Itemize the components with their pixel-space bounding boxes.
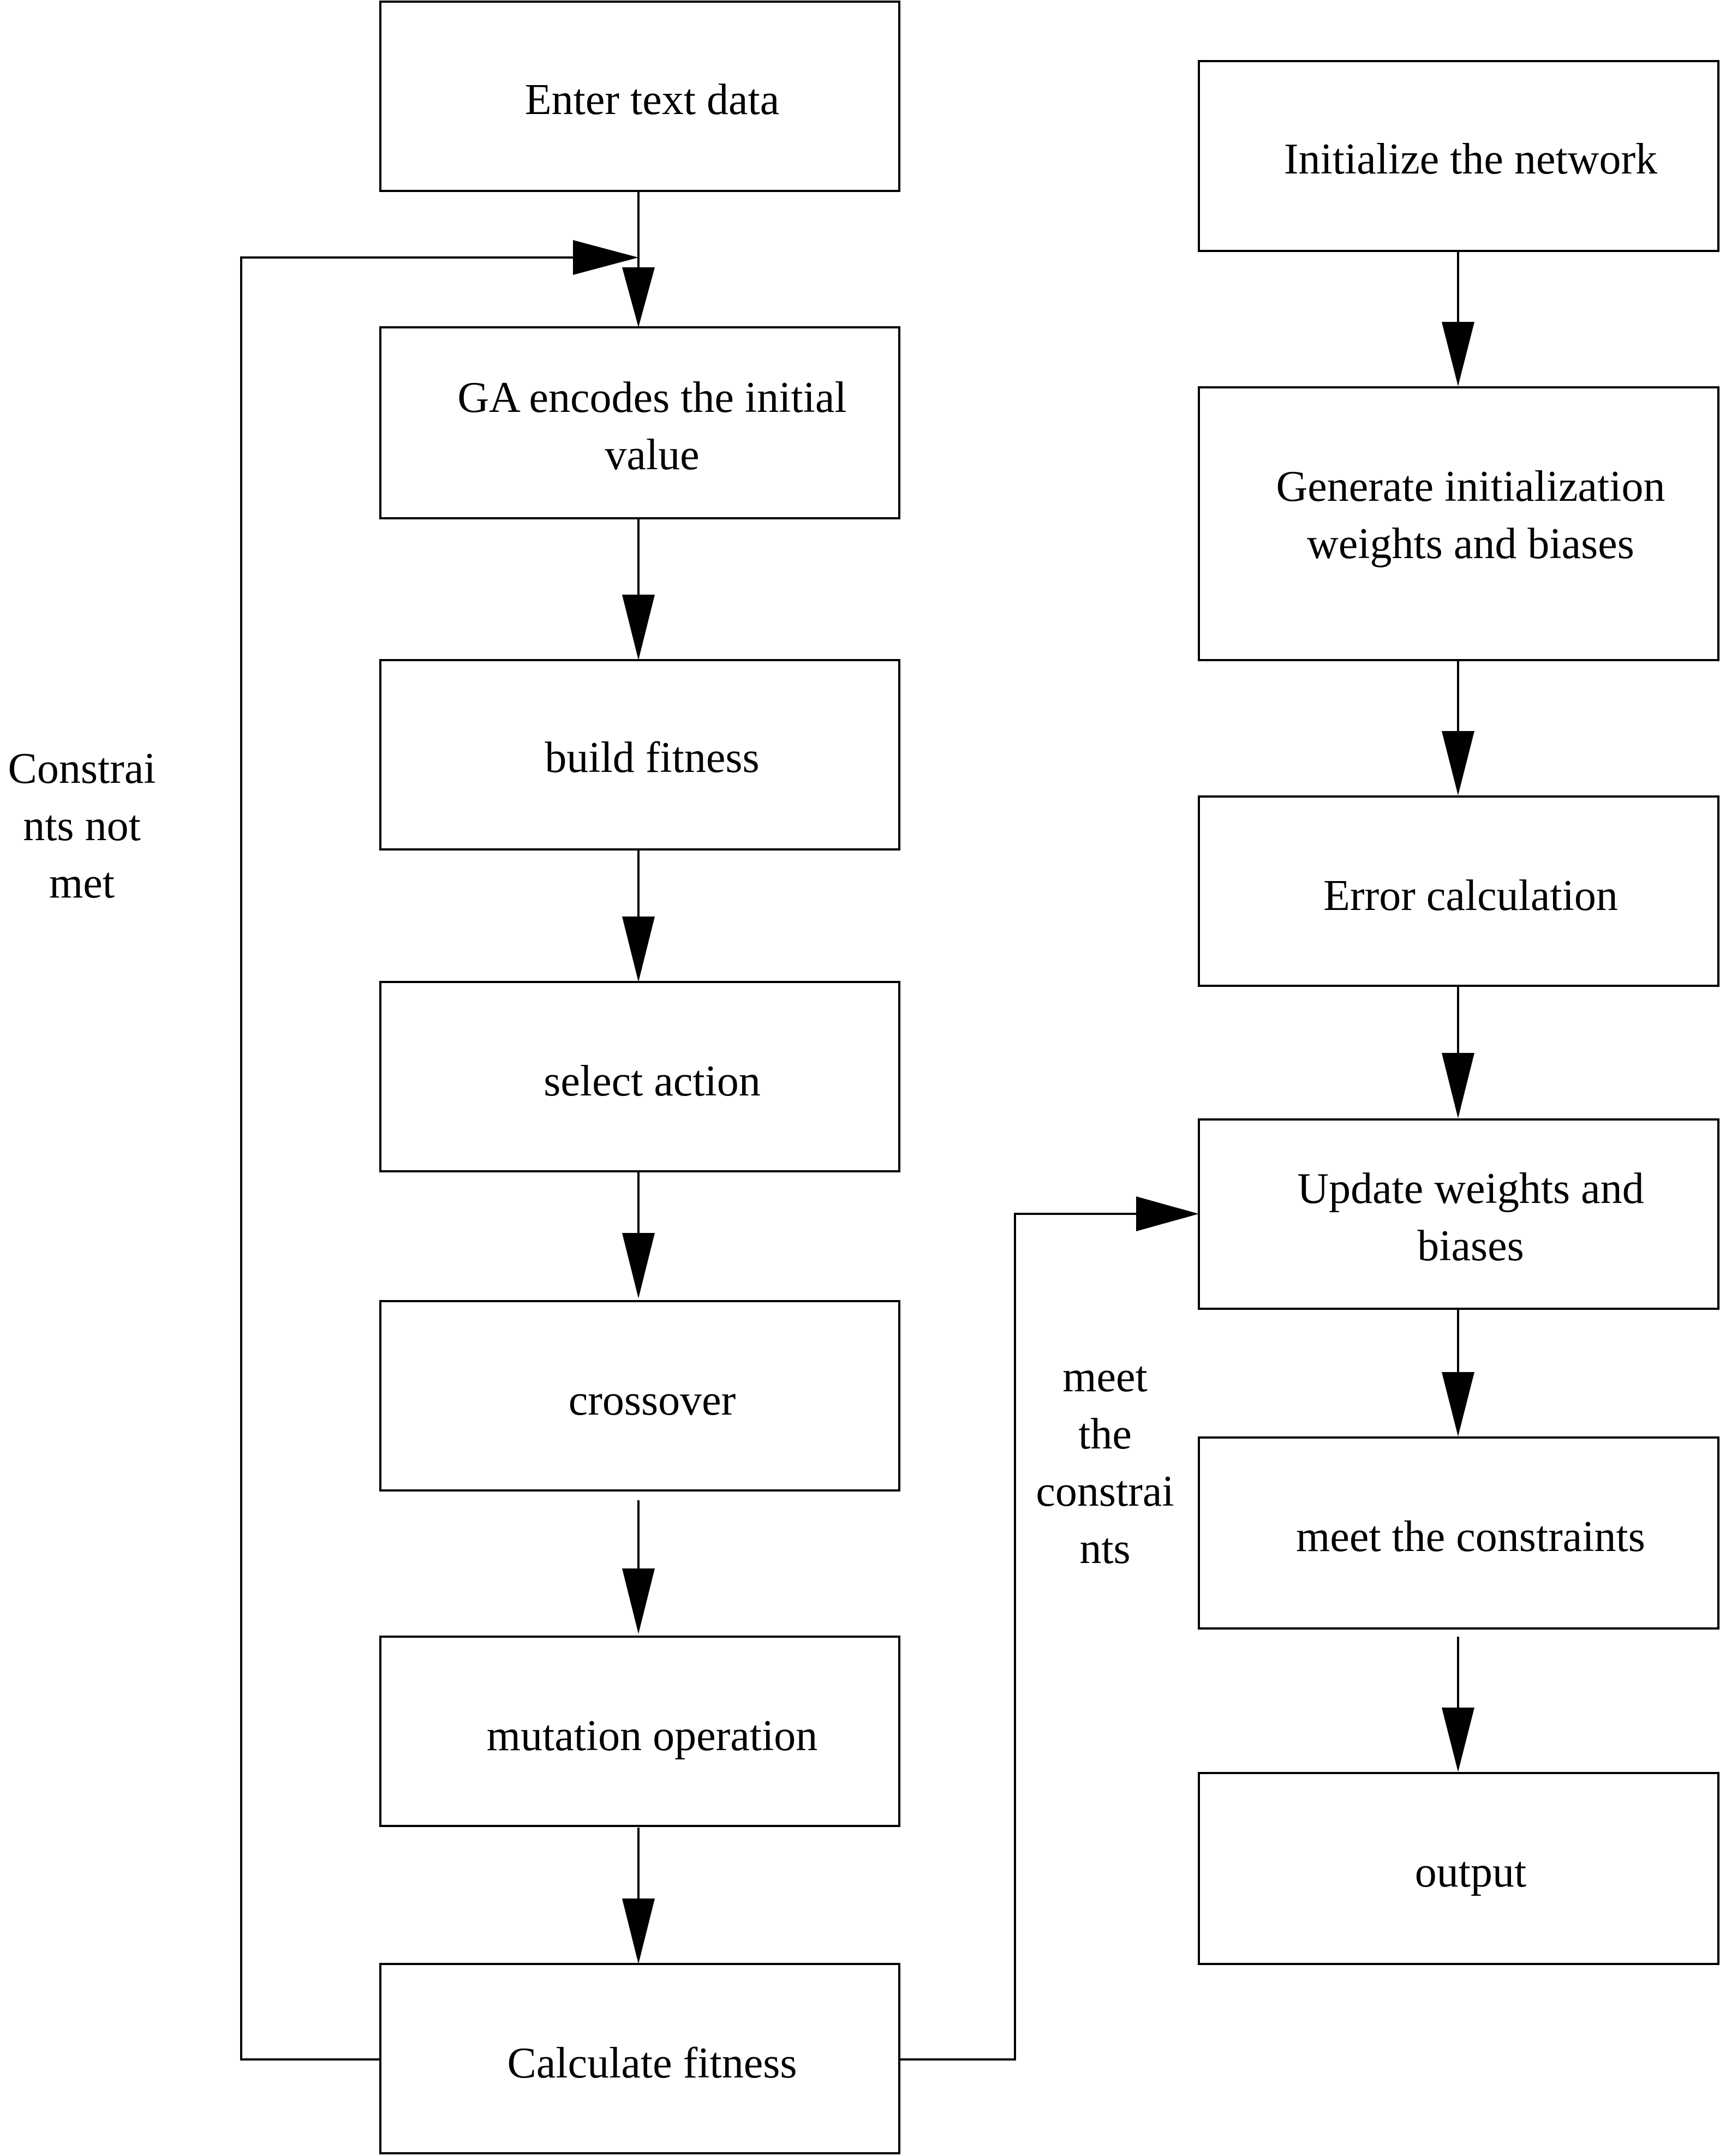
generate-weights-biases-box: Generate initialization weights and bias…	[1198, 386, 1719, 661]
connector-feedback-loop	[240, 256, 577, 2061]
enter-text-data-box: Enter text data	[379, 1, 900, 192]
label-line-4: nts	[1079, 1525, 1130, 1573]
meet-constraints-box: meet the constraints	[1198, 1436, 1719, 1630]
error-calculation-box: Error calculation	[1198, 795, 1719, 987]
calculate-fitness-box: Calculate fitness	[379, 1963, 900, 2154]
arrowhead-down-update	[1442, 1053, 1474, 1118]
label-line-2: nts not	[23, 802, 141, 850]
left-column: Enter text data GA encodes the initial v…	[379, 1, 900, 2154]
label-line-3: met	[49, 859, 115, 907]
box-label-line-2: biases	[1417, 1222, 1524, 1270]
connectors	[240, 191, 1459, 2061]
meet-the-constraints-label: meet the constrai nts	[1036, 1353, 1174, 1573]
box-label-line-2: weights and biases	[1307, 520, 1634, 568]
ga-encodes-initial-value-box: GA encodes the initial value	[379, 326, 900, 519]
box-label: Calculate fitness	[507, 2039, 797, 2087]
arrowhead-down-crossover	[622, 1233, 655, 1298]
box-label: mutation operation	[487, 1712, 818, 1760]
box-label: select action	[544, 1057, 761, 1105]
arrowhead-down-build	[622, 595, 655, 660]
output-box: output	[1198, 1772, 1719, 1965]
box-label: crossover	[569, 1376, 736, 1424]
mutation-operation-box: mutation operation	[379, 1636, 900, 1827]
label-line-2: the	[1078, 1410, 1132, 1458]
arrowhead-down-meet	[1442, 1372, 1474, 1436]
box-label: output	[1415, 1848, 1526, 1896]
label-line-1: Constrai	[8, 745, 156, 793]
arrowhead-down-calculate	[622, 1899, 655, 1964]
label-line-3: constrai	[1036, 1468, 1174, 1516]
select-action-box: select action	[379, 981, 900, 1172]
arrowhead-right-ga-loop	[573, 240, 638, 275]
box-label-line-2: value	[605, 431, 699, 479]
arrowhead-right-update	[1136, 1196, 1199, 1231]
label-line-1: meet	[1062, 1353, 1147, 1401]
box-label-line-1: Generate initialization	[1276, 463, 1665, 511]
arrowhead-down-output	[1442, 1708, 1474, 1772]
box-label: Initialize the network	[1284, 135, 1657, 183]
arrowhead-down-error	[1442, 731, 1474, 795]
constraints-not-met-label: Constrai nts not met	[8, 745, 156, 907]
box-label: build fitness	[545, 734, 759, 782]
arrowheads	[573, 240, 1474, 1964]
box-label-line-1: GA encodes the initial	[457, 374, 846, 422]
right-column: Initialize the network Generate initiali…	[1198, 60, 1719, 1965]
build-fitness-box: build fitness	[379, 659, 900, 851]
box-label: Error calculation	[1323, 872, 1618, 920]
arrowhead-down-mutation	[622, 1568, 655, 1634]
arrowhead-down-select	[622, 917, 655, 982]
connector-meet-constraints-path	[899, 1213, 1140, 2061]
arrowhead-down-ga	[622, 267, 655, 327]
update-weights-biases-box: Update weights and biases	[1198, 1118, 1719, 1310]
box-label-line-1: Update weights and	[1297, 1165, 1644, 1213]
crossover-box: crossover	[379, 1300, 900, 1492]
box-label: meet the constraints	[1296, 1513, 1645, 1561]
initialize-network-box: Initialize the network	[1198, 60, 1719, 252]
box-label: Enter text data	[525, 76, 779, 124]
arrowhead-down-generate	[1442, 322, 1474, 386]
